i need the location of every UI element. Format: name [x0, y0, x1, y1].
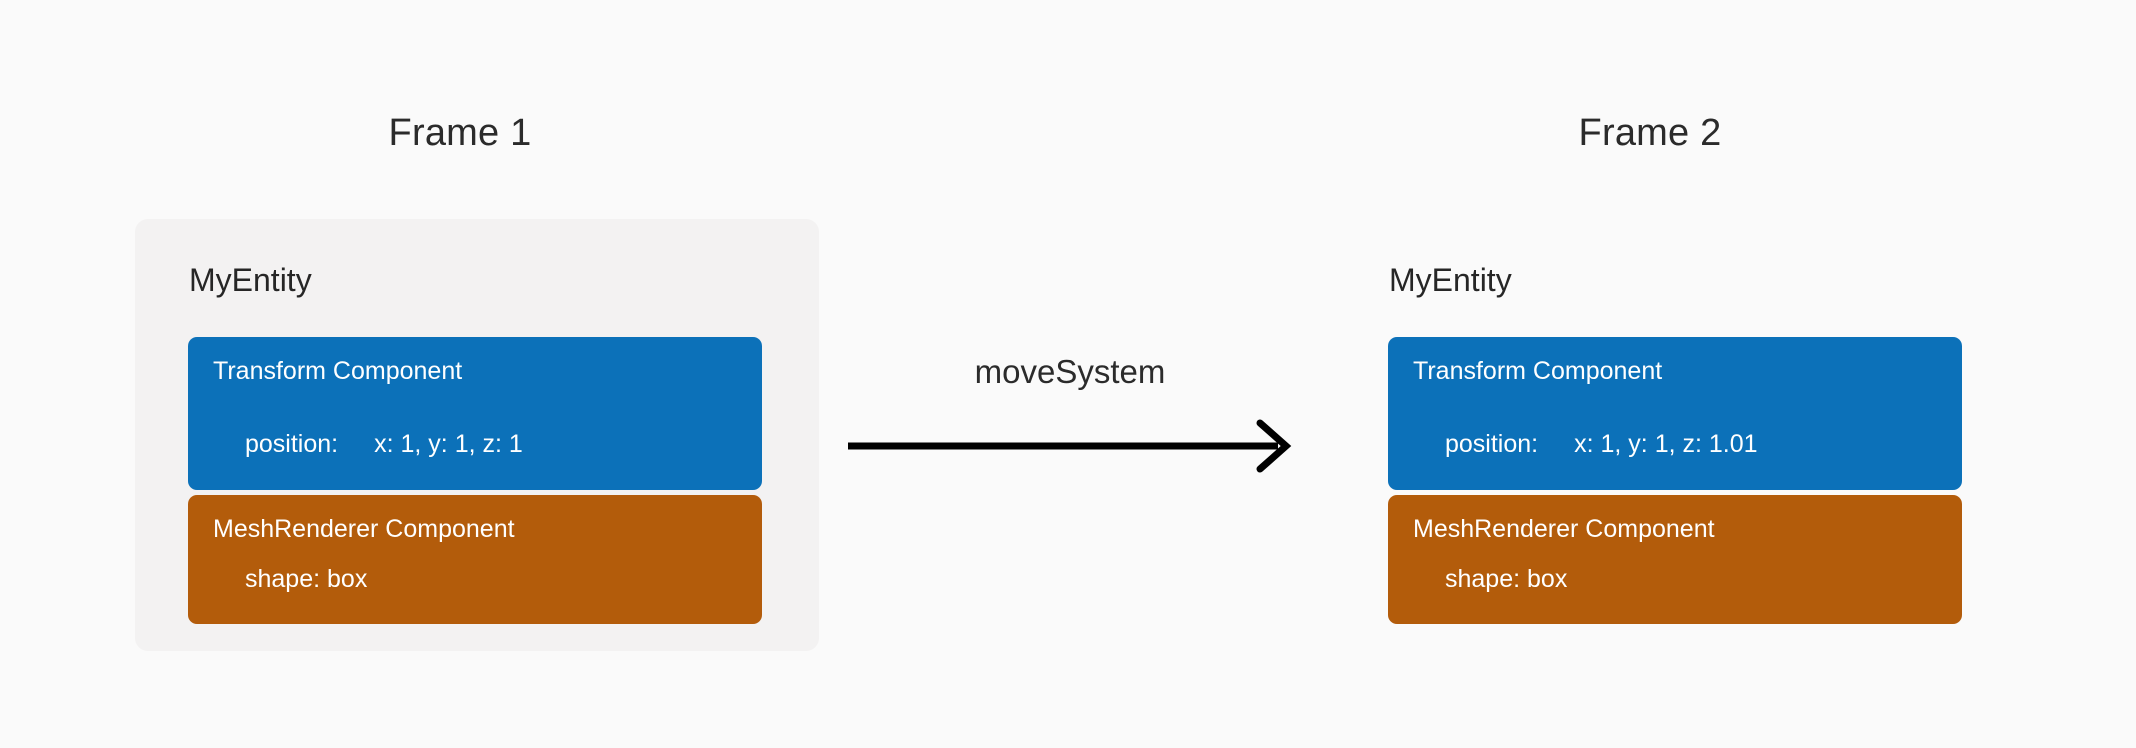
- property-key: position:: [245, 430, 339, 458]
- frame-2-entity-name: MyEntity: [1389, 262, 1512, 298]
- frame-1-title: Frame 1: [388, 112, 532, 154]
- frame-1-meshrenderer-component-card[interactable]: MeshRenderer Component shape: box: [188, 495, 762, 624]
- frame-2-meshrenderer-component-card[interactable]: MeshRenderer Component shape: box: [1388, 495, 1962, 624]
- component-title: Transform Component: [1413, 357, 1663, 385]
- component-title: Transform Component: [213, 357, 463, 385]
- component-properties: shape: box: [1445, 567, 1567, 592]
- frame-1-transform-component-card[interactable]: Transform Component position: x: 1, y: 1,…: [188, 337, 762, 490]
- property-value: x: 1, y: 1, z: 1: [374, 430, 523, 458]
- transition-group: moveSystem: [846, 355, 1294, 475]
- frame-2-transform-component-card[interactable]: Transform Component position: x: 1, y: 1,…: [1388, 337, 1962, 490]
- component-properties: position: x: 1, y: 1, z: 1: [245, 432, 523, 457]
- property-key: shape: box: [245, 565, 368, 593]
- frame-1-entity-name: MyEntity: [189, 262, 312, 298]
- property-key: shape: box: [1445, 565, 1568, 593]
- component-title: MeshRenderer Component: [1413, 515, 1715, 543]
- arrow-right-icon: [848, 419, 1292, 473]
- frame-1-entity-panel: MyEntity Transform Component position: x:…: [135, 219, 819, 651]
- frame-2-title: Frame 2: [1578, 112, 1722, 154]
- component-title: MeshRenderer Component: [213, 515, 515, 543]
- system-label: moveSystem: [974, 353, 1166, 390]
- property-value: x: 1, y: 1, z: 1.01: [1574, 430, 1758, 458]
- frame-2-entity-panel: MyEntity Transform Component position: x:…: [1335, 219, 2019, 651]
- component-properties: position: x: 1, y: 1, z: 1.01: [1445, 432, 1758, 457]
- property-key: position:: [1445, 430, 1539, 458]
- component-properties: shape: box: [245, 567, 367, 592]
